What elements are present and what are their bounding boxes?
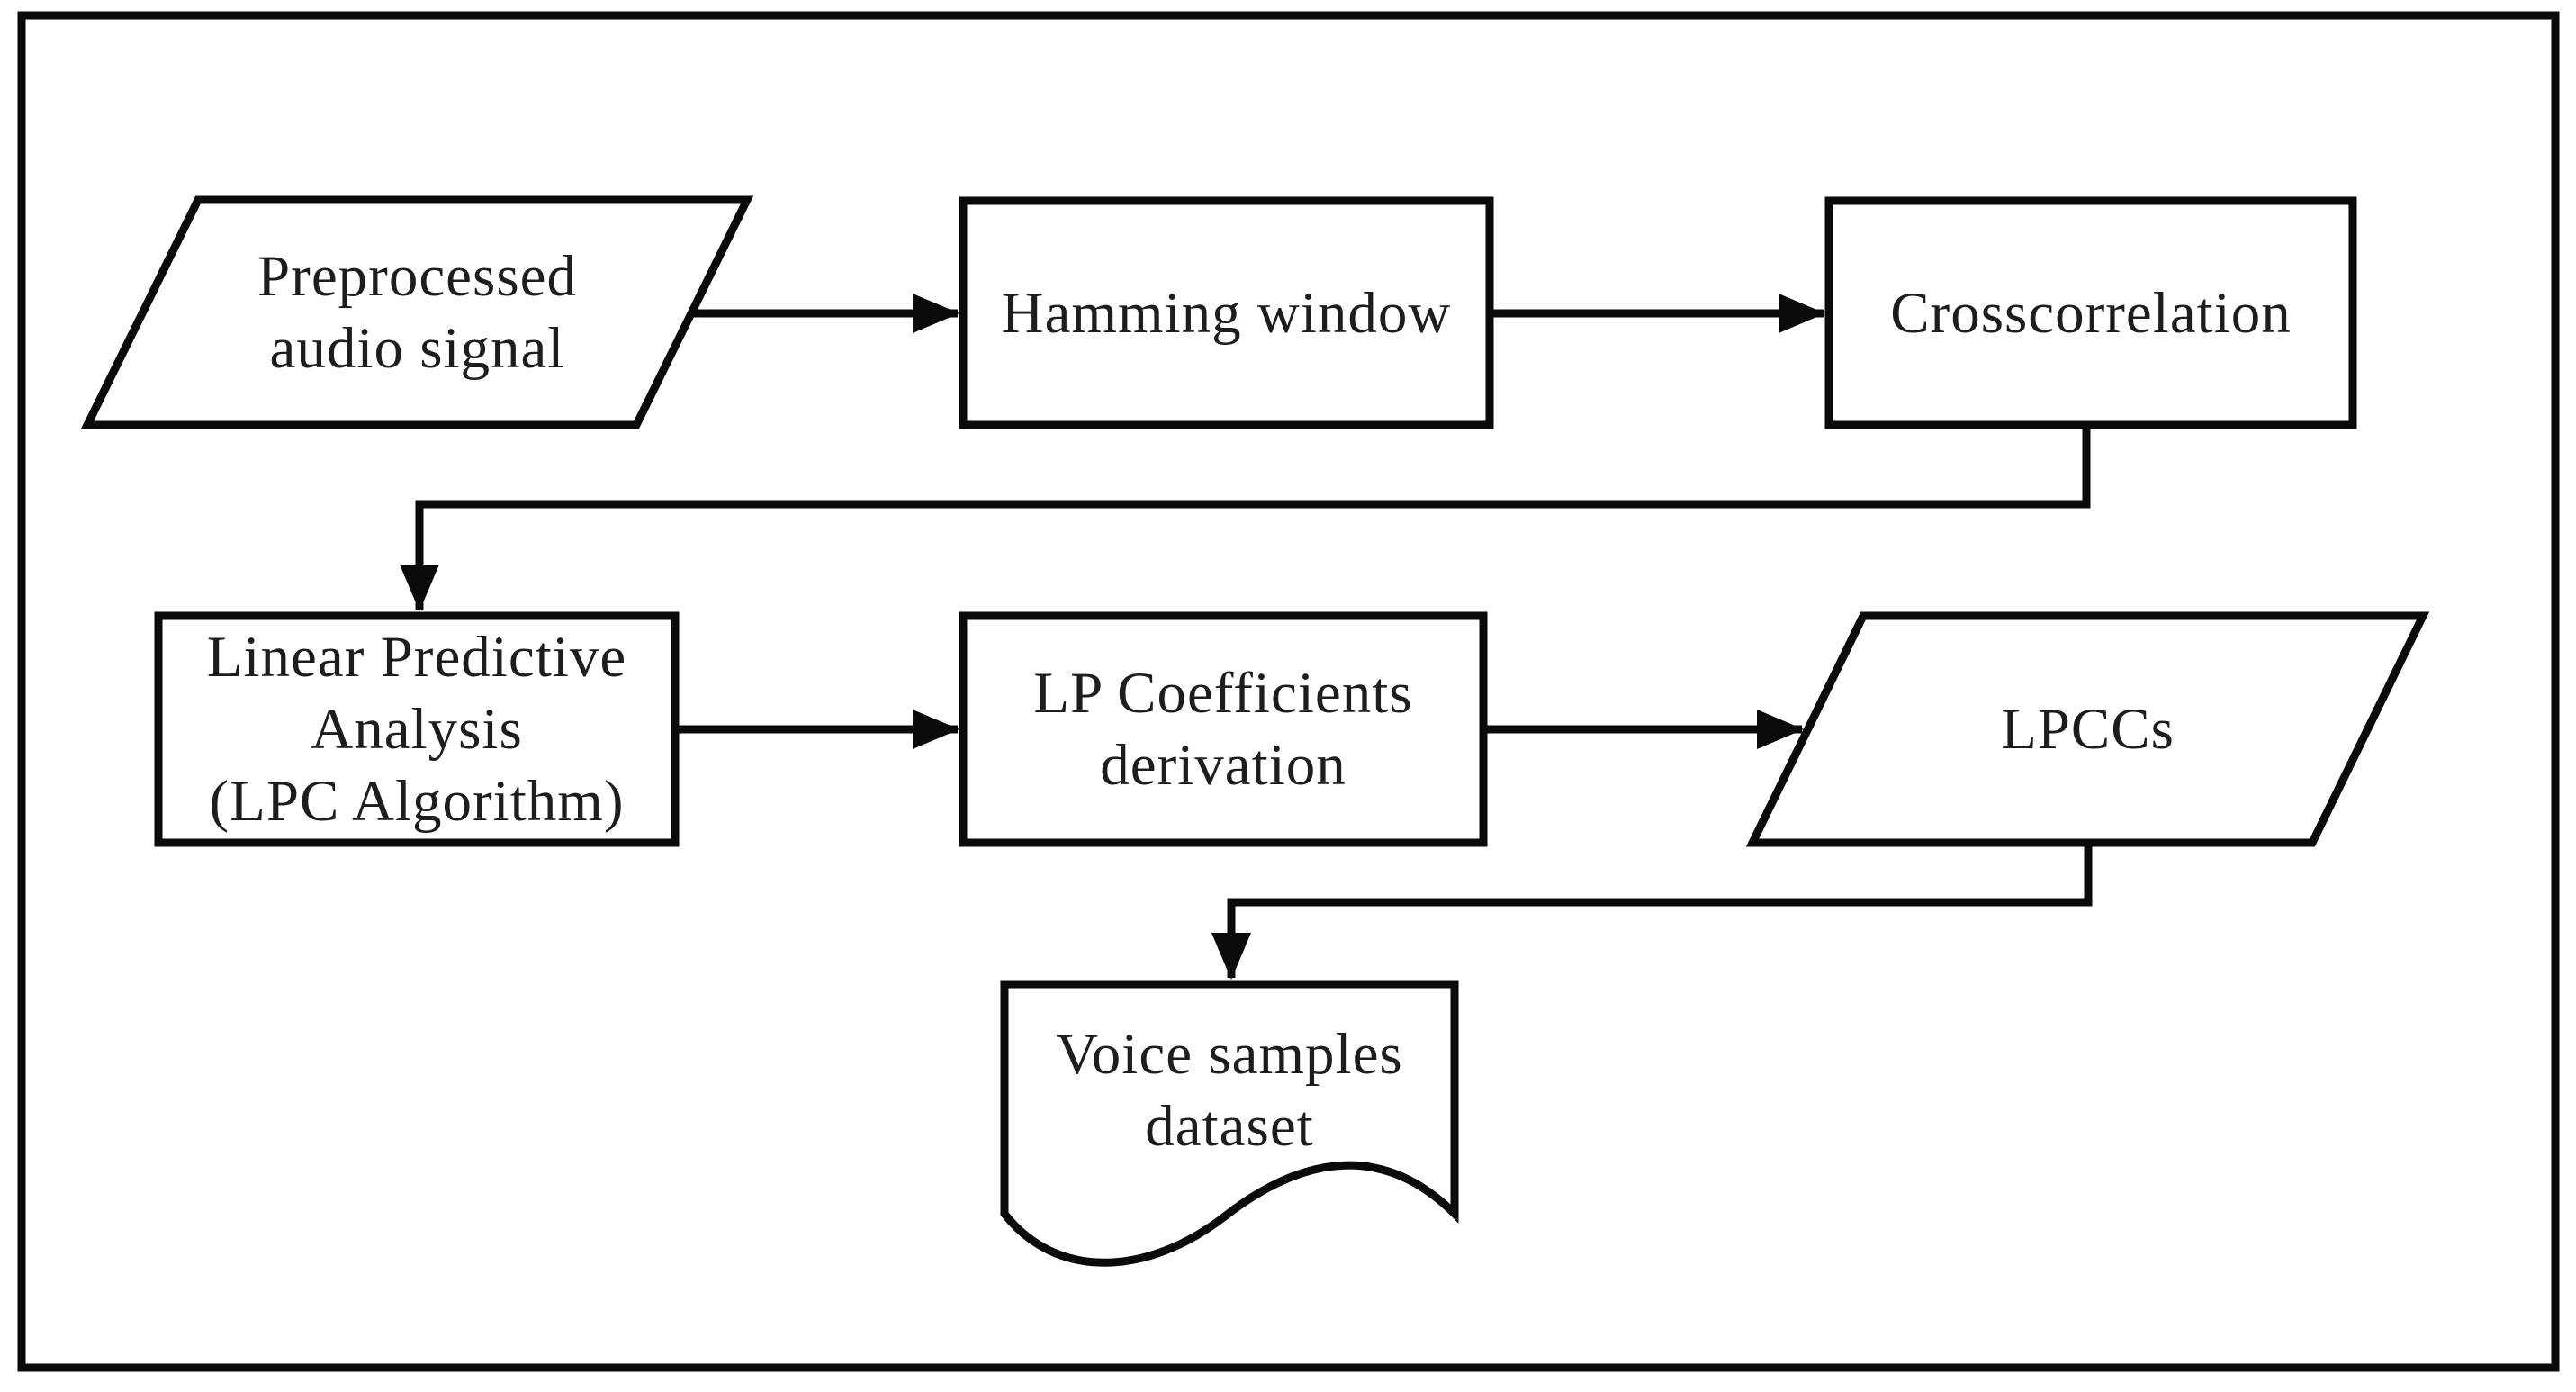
arrow-lpccs-to-voice-dataset (1211, 843, 2093, 980)
figure-border (17, 11, 2560, 1372)
node-linear-predictive-analysis (154, 611, 680, 847)
node-lpccs (1745, 611, 2430, 847)
node-preprocessed-audio-signal (80, 195, 754, 429)
node-voice-samples-dataset (1000, 980, 1459, 1267)
arrow-crosscorrelation-to-lpc-analysis (400, 425, 2091, 611)
node-lp-coefficients-derivation (959, 611, 1488, 847)
node-crosscorrelation (1824, 196, 2357, 429)
node-hamming-window (959, 196, 1494, 429)
